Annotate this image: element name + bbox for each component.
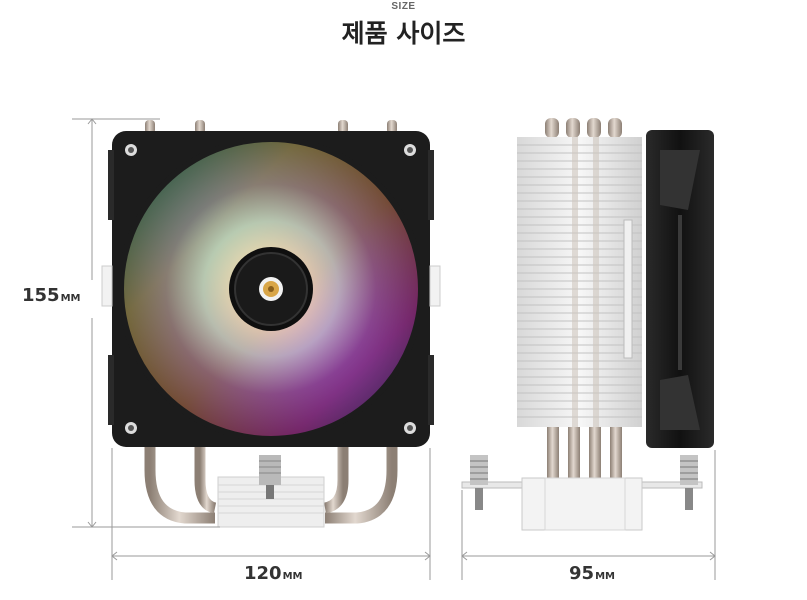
section-eyebrow: SIZE (391, 1, 416, 12)
heatpipes-front (144, 445, 398, 524)
heatpipe-tips-side (545, 118, 622, 138)
dimension-lines (72, 118, 716, 580)
side-view (461, 118, 714, 531)
heatpipe-tips-top (145, 120, 397, 134)
depth-unit: MM (595, 571, 615, 582)
width-value: 120 (244, 563, 282, 584)
width-unit: MM (282, 571, 303, 582)
depth-dimension-label: 95MM (569, 563, 615, 584)
depth-value: 95 (569, 563, 595, 584)
corner-screws (125, 144, 416, 434)
fin-stack (517, 137, 642, 427)
fan-hub (229, 247, 313, 331)
base-block (217, 455, 325, 528)
page-title: 제품 사이즈 (341, 19, 466, 48)
front-view (101, 120, 441, 528)
mount-screws (470, 455, 698, 510)
height-dimension-label: 155MM (22, 285, 80, 306)
height-value: 155 (22, 285, 60, 306)
width-dimension-label: 120MM (244, 563, 302, 584)
height-unit: MM (60, 293, 81, 304)
